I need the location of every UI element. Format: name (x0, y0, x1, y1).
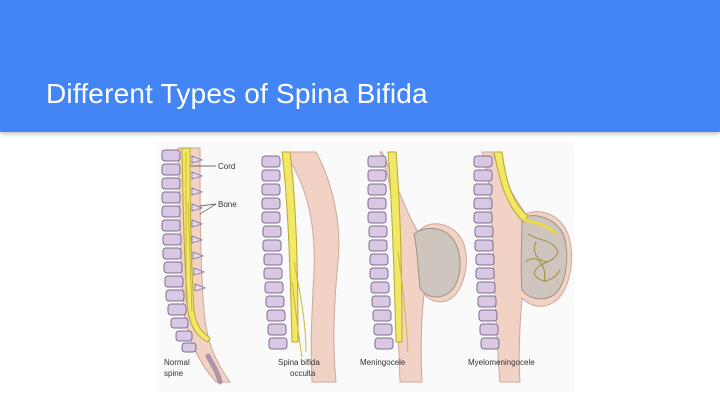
slide-header: Different Types of Spina Bifida (0, 0, 720, 132)
label-occulta-line1: Spina bifida (278, 358, 320, 367)
meningocele-spinal-cord (387, 151, 403, 343)
normal-processes (191, 155, 207, 292)
myelomeningocele-vertebrae (473, 155, 500, 350)
label-normal-line2: spine (164, 369, 184, 378)
meningocele-vertebrae (367, 155, 394, 350)
normal-vertebrae (161, 149, 197, 353)
myelomeningocele-sac (520, 215, 568, 300)
label-bone: Bone (218, 200, 237, 209)
label-myelomeningocele: Myelomeningocele (468, 358, 535, 367)
panel-myelomeningocele: Myelomeningocele (468, 151, 572, 383)
myelomeningocele-nerves (525, 233, 561, 283)
slide-title: Different Types of Spina Bifida (46, 78, 428, 109)
label-meningocele: Meningocele (360, 358, 406, 367)
spina-bifida-diagram: Cord Bone Normal spine (156, 142, 574, 392)
occulta-vertebrae (261, 155, 288, 350)
occulta-back-tissue (283, 151, 340, 383)
panel-normal-spine: Cord Bone Normal spine (161, 147, 237, 385)
normal-spinal-cord (181, 147, 211, 343)
meningocele-sac (413, 228, 461, 298)
myelomeningocele-spinal-cord (493, 151, 529, 223)
label-occulta-line2: occulta (290, 369, 316, 378)
label-cord: Cord (218, 162, 235, 171)
label-normal-line1: Normal (164, 358, 190, 367)
panel-spina-bifida-occulta: Spina bifida occulta (261, 151, 340, 383)
bone-leader-line (199, 203, 217, 207)
spina-bifida-figure: Cord Bone Normal spine (156, 142, 574, 392)
panel-meningocele: Meningocele (360, 151, 467, 383)
